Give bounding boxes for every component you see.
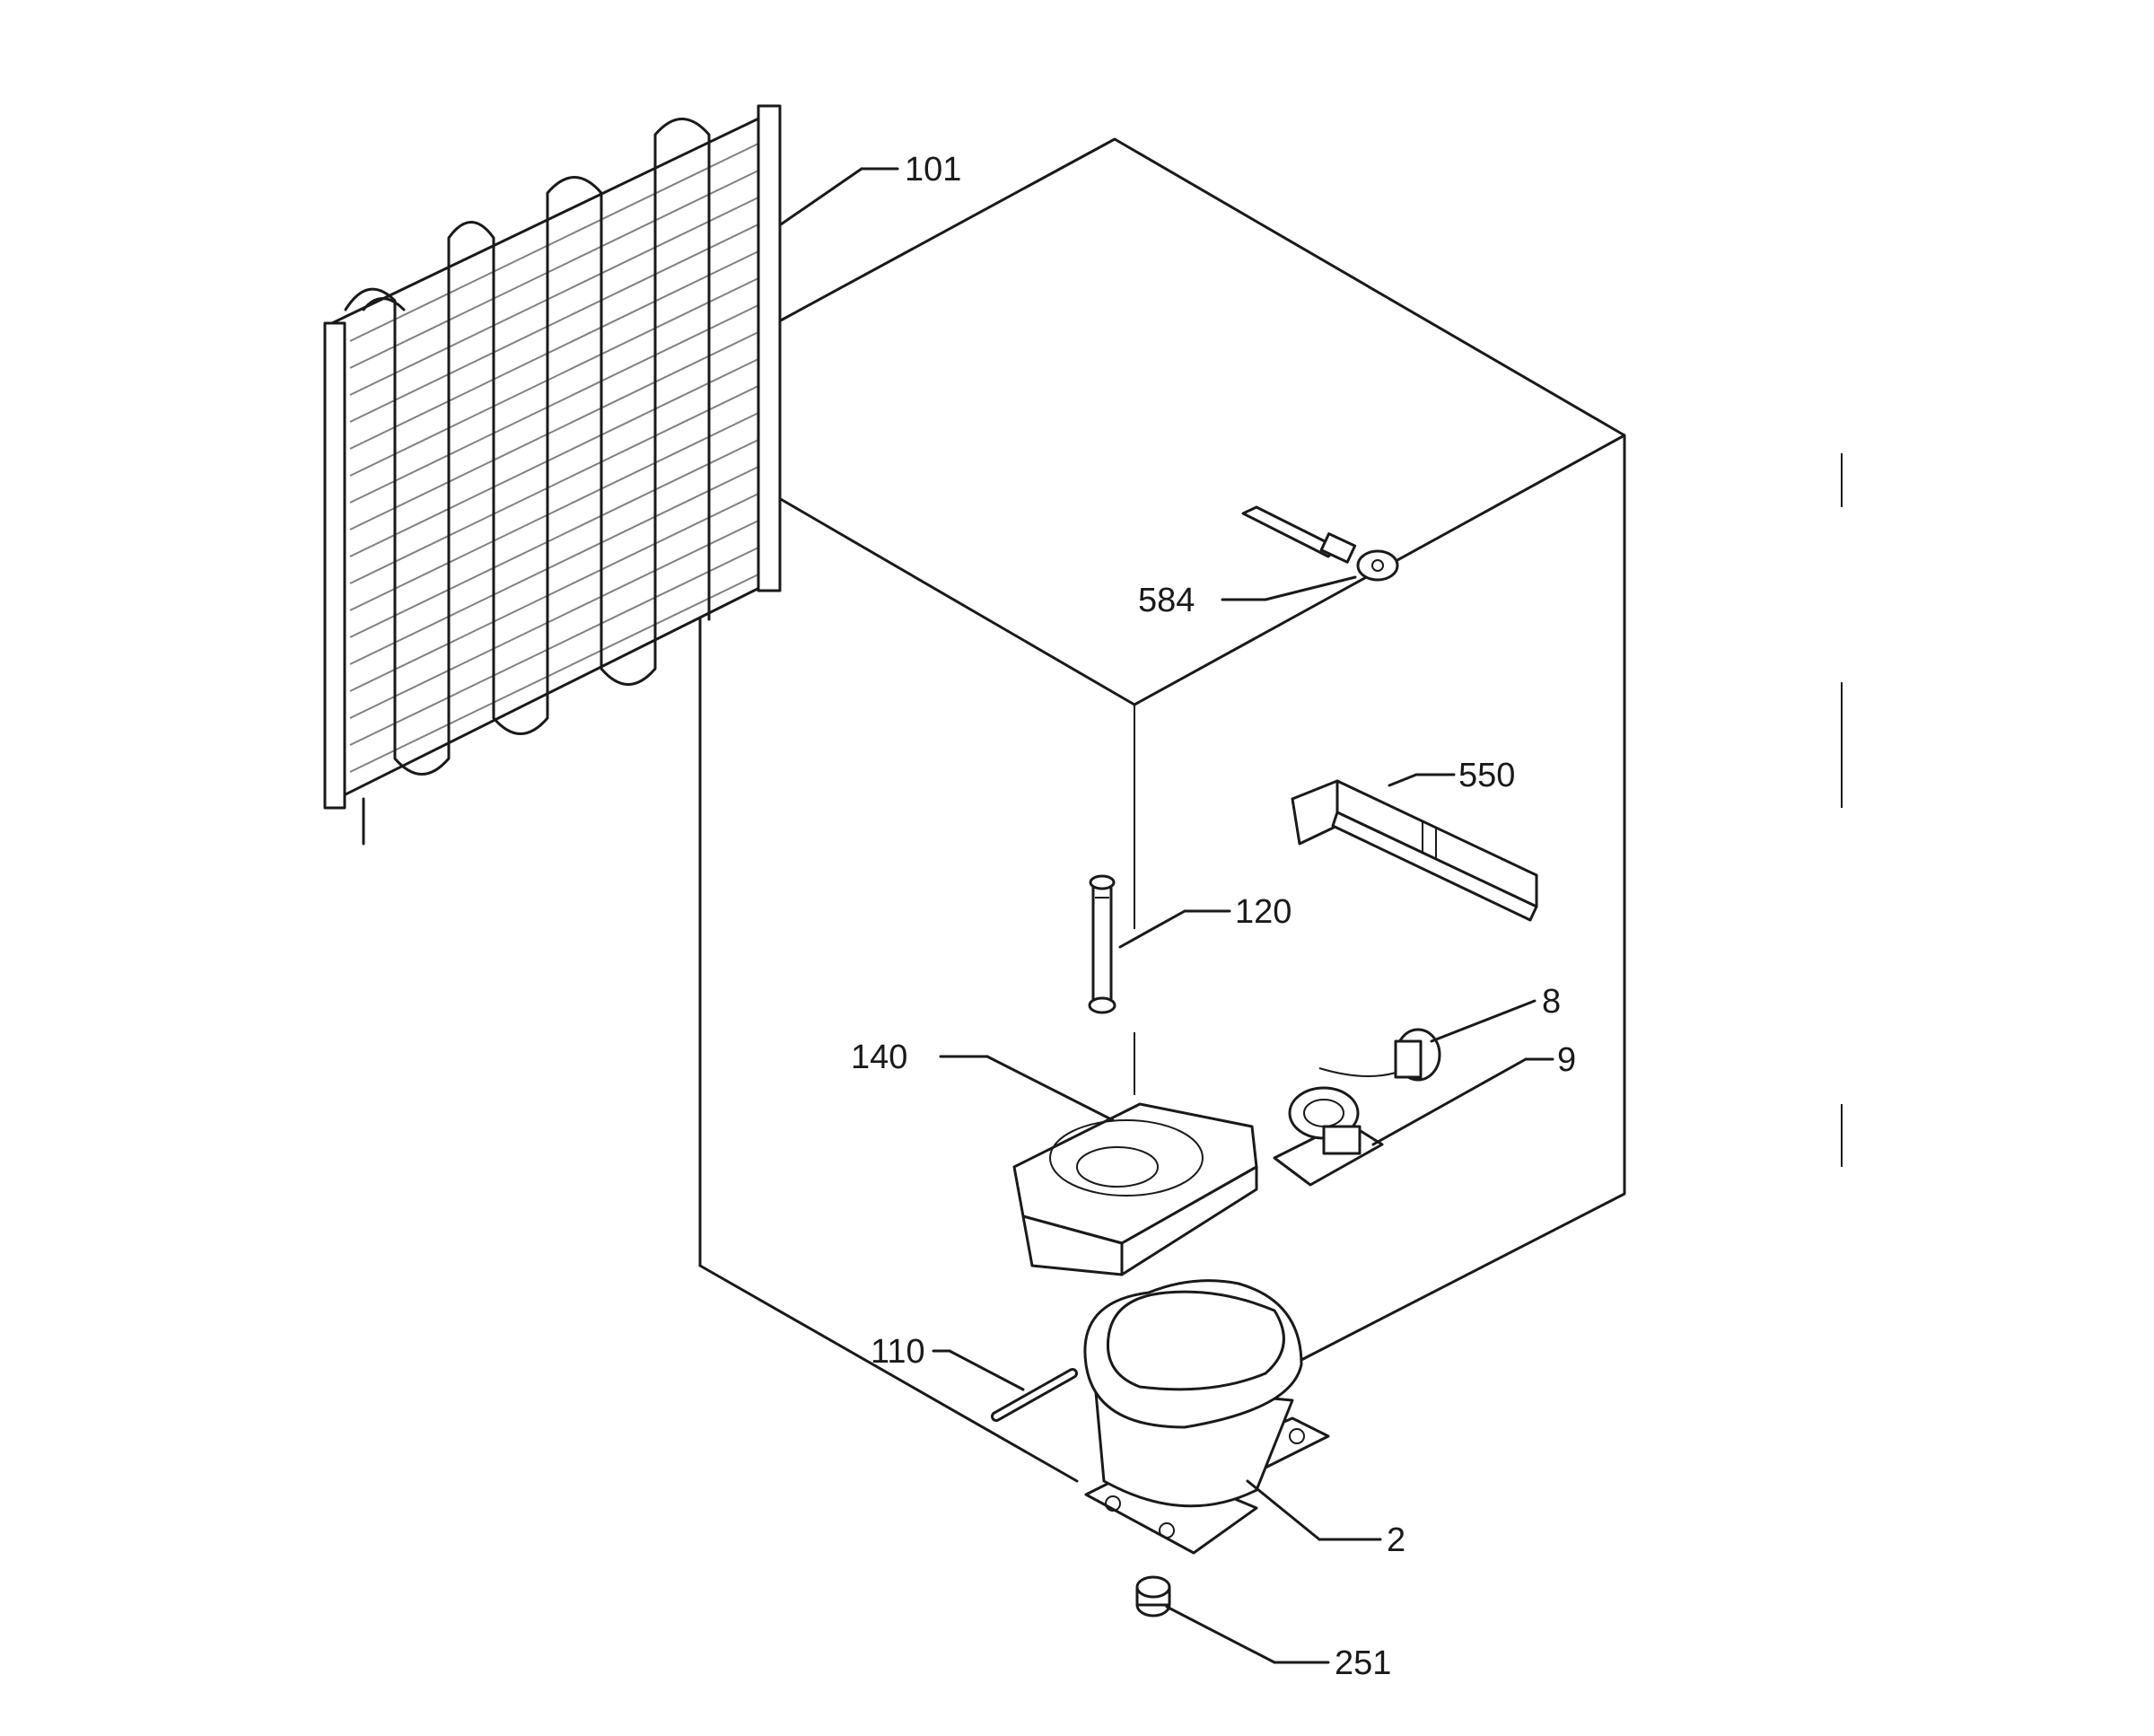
- filter-tube-part: [991, 1368, 1078, 1422]
- label-550: 550: [1458, 757, 1515, 794]
- cabinet-outline: [698, 137, 1843, 1483]
- grommet-part: [1135, 1575, 1171, 1618]
- label-8: 8: [1542, 983, 1561, 1021]
- compressor-part: [1083, 1279, 1330, 1555]
- label-140: 140: [851, 1039, 907, 1076]
- label-110: 110: [871, 1333, 925, 1371]
- label-584: 584: [1138, 582, 1195, 619]
- drain-tube-part: [1088, 874, 1116, 1014]
- condenser-part: [323, 104, 782, 846]
- label-251: 251: [1335, 1644, 1391, 1682]
- leader-101: [779, 167, 863, 226]
- bracket-part: [1291, 779, 1538, 922]
- label-120: 120: [1235, 893, 1292, 931]
- overload-part: [1273, 1086, 1384, 1187]
- relay-part: [1318, 1028, 1441, 1082]
- thermostat-part: [1241, 505, 1399, 582]
- label-9: 9: [1557, 1041, 1576, 1079]
- label-2: 2: [1387, 1521, 1405, 1559]
- drip-tray-part: [1012, 1102, 1258, 1276]
- label-101: 101: [905, 151, 961, 189]
